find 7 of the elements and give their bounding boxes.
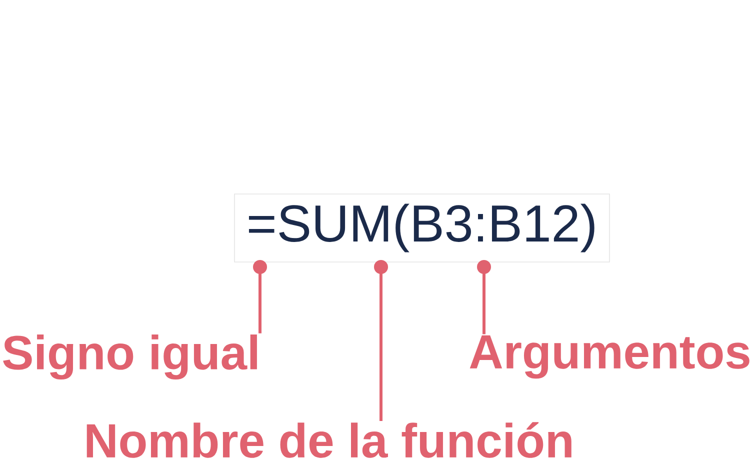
callout-label: Signo igual (3, 334, 257, 380)
leader-line (477, 260, 491, 334)
callout-label: Nombre de la función (86, 422, 572, 458)
leader-line (374, 260, 388, 421)
formula-box: =SUM(B3:B12) (234, 194, 610, 262)
callout-label: Argumentos (470, 335, 750, 379)
leader-line (253, 260, 267, 334)
